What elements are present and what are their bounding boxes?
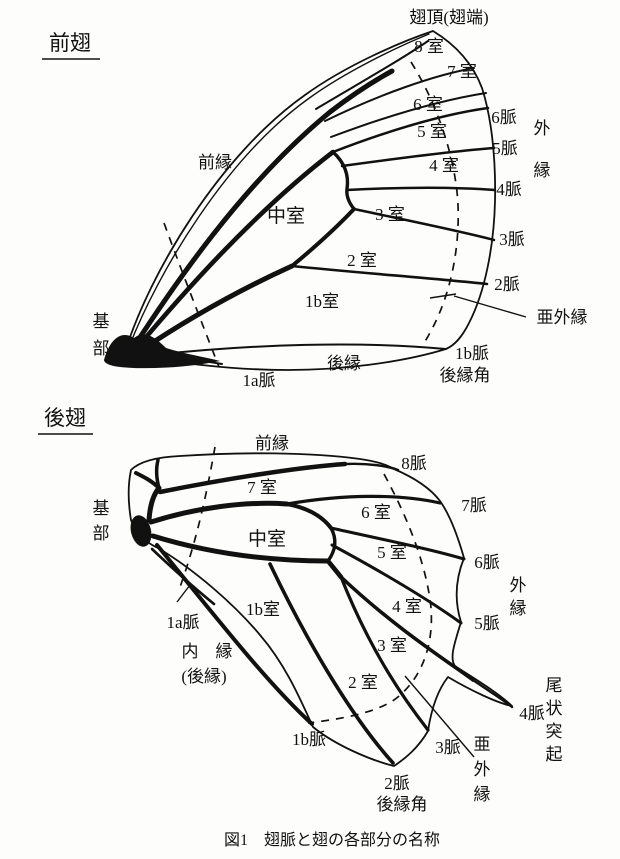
fw-vein-1b-line bbox=[151, 343, 447, 356]
fw-apex-label: 翅頂(翅端) bbox=[409, 8, 488, 27]
fw-costa-inner-line bbox=[128, 33, 430, 348]
hw-vein-4-tail bbox=[471, 678, 514, 709]
hw-cell-upper-vein bbox=[148, 500, 290, 525]
fw-basal-dashed-line bbox=[163, 222, 220, 368]
fw-vein-1b: 1b脈 bbox=[455, 344, 489, 363]
fw-cell-5: 5 室 bbox=[417, 122, 447, 141]
fw-vein-3-line bbox=[352, 207, 496, 242]
hw-cell-3: 3 室 bbox=[377, 636, 407, 655]
fw-subcostal-vein bbox=[130, 68, 395, 351]
fw-cell-lower-vein-up bbox=[290, 207, 356, 268]
fw-submarginal-tick bbox=[429, 293, 457, 299]
fw-submarginal-label: 亜外縁 bbox=[537, 308, 588, 327]
forewing-title: 前翅 bbox=[49, 31, 91, 55]
fw-vein-1a: 1a脈 bbox=[242, 371, 275, 390]
hw-cell-lower-vein bbox=[150, 533, 331, 564]
hw-vein-3-line bbox=[339, 575, 430, 732]
hw-cell-5: 5 室 bbox=[377, 543, 407, 562]
hw-cell-end-upper bbox=[285, 502, 333, 530]
fw-vein-3: 3脈 bbox=[499, 230, 525, 249]
hw-cell-2: 2 室 bbox=[348, 673, 378, 692]
fw-inner-margin-label: 後縁 bbox=[327, 354, 361, 373]
fw-apex-vein-b bbox=[324, 67, 475, 122]
fw-cell-1b: 1b室 bbox=[305, 292, 339, 311]
fw-submarginal-dashed-line bbox=[410, 61, 460, 344]
fw-base-blob bbox=[104, 334, 220, 369]
hw-basal-dashed-line bbox=[178, 446, 216, 591]
hw-submarginal-leader bbox=[404, 675, 475, 758]
fw-cell-2: 2 室 bbox=[347, 251, 377, 270]
hw-vein-34-stalk bbox=[325, 558, 344, 580]
hw-cell-7: 7 室 bbox=[247, 478, 277, 497]
hw-vein-6-line bbox=[329, 526, 466, 561]
fw-cell-8: 8 室 bbox=[414, 37, 444, 56]
fw-apex-vein-a bbox=[315, 40, 429, 110]
fw-vein-5-line bbox=[340, 146, 496, 168]
hw-vein-1b: 1b脈 bbox=[292, 730, 326, 749]
forewing-drawing bbox=[42, 30, 527, 371]
hindwing-drawing bbox=[38, 433, 514, 767]
hw-vein-8-tip bbox=[343, 462, 400, 472]
hw-costa-label: 前縁 bbox=[255, 434, 289, 453]
hw-vein-4: 4脈 bbox=[519, 704, 545, 723]
hw-vein-5-line bbox=[330, 543, 463, 625]
fw-costa-label: 前縁 bbox=[198, 153, 232, 172]
hw-vein-1b-line bbox=[155, 543, 314, 726]
hw-vein-1a-tick bbox=[176, 584, 191, 603]
fw-vein-5: 5脈 bbox=[492, 139, 518, 158]
fw-vein-4-line bbox=[345, 186, 497, 192]
figure-caption: 図1 翅脈と翅の各部分の名称 bbox=[224, 831, 440, 849]
fw-vein-6: 6脈 bbox=[491, 108, 517, 127]
hw-discocellular-vein bbox=[326, 526, 337, 563]
hw-vein-5: 5脈 bbox=[474, 614, 500, 633]
fw-vein-6-line bbox=[331, 106, 490, 154]
fw-vein-4: 4脈 bbox=[496, 180, 522, 199]
fw-cell-7: 7 室 bbox=[447, 62, 477, 81]
hw-cell-1b: 1b室 bbox=[246, 600, 280, 619]
fw-outer-margin-label: 外縁 bbox=[534, 119, 551, 180]
hw-discal-cell-label: 中室 bbox=[248, 528, 286, 550]
hw-vein-6: 6脈 bbox=[474, 553, 500, 572]
hw-vein-7-line bbox=[285, 494, 442, 506]
fw-cell-3: 3 室 bbox=[375, 205, 405, 224]
hw-vein-2-line bbox=[268, 562, 395, 765]
hw-humeral-fork-b bbox=[154, 458, 161, 490]
hw-cell-6: 6 室 bbox=[361, 503, 391, 522]
hw-tail-label: 尾状突起 bbox=[546, 676, 563, 764]
fw-cell-lower-vein bbox=[137, 263, 295, 354]
hw-vein-1a: 1a脈 bbox=[166, 613, 199, 632]
hw-vein-3: 3脈 bbox=[435, 738, 461, 757]
fw-cell-upper-vein bbox=[133, 149, 336, 352]
fw-cell-4: 4 室 bbox=[429, 156, 459, 175]
fw-vein-2: 2脈 bbox=[494, 275, 520, 294]
fw-tornus-label: 後縁角 bbox=[440, 366, 491, 385]
fw-submarginal-leader bbox=[453, 295, 527, 318]
fw-vein-7-line bbox=[330, 92, 487, 138]
fw-discal-cell-label: 中室 bbox=[267, 205, 305, 227]
hw-outer-margin-label: 外縁 bbox=[510, 576, 527, 618]
hw-vein-4-line bbox=[339, 575, 475, 682]
hw-vein-7: 7脈 bbox=[461, 496, 487, 515]
hw-tornus-label: 後縁角 bbox=[377, 795, 428, 814]
hw-base-blob bbox=[130, 515, 152, 547]
fw-discocellular-vein bbox=[331, 150, 356, 211]
hw-vein-8-line bbox=[157, 461, 348, 495]
hw-vein-1a-line bbox=[150, 547, 216, 606]
fw-vein-2-line bbox=[290, 264, 489, 286]
hw-vein-2: 2脈 bbox=[384, 774, 410, 793]
hw-humeral-vein bbox=[146, 485, 162, 523]
hw-vein-8: 8脈 bbox=[401, 454, 427, 473]
fw-outline bbox=[110, 30, 497, 371]
hw-cell-4: 4 室 bbox=[392, 597, 422, 616]
fw-base-label: 基部 bbox=[93, 312, 110, 358]
hw-inner-margin-label-1: 内 縁 bbox=[182, 642, 233, 661]
hindwing-title: 後翅 bbox=[44, 406, 86, 430]
hw-base-label: 基部 bbox=[93, 499, 110, 543]
fw-cell-6: 6 室 bbox=[413, 95, 443, 114]
hw-submarginal-label: 亜外縁 bbox=[474, 735, 491, 804]
hw-inner-margin-label-2: (後縁) bbox=[181, 667, 226, 686]
